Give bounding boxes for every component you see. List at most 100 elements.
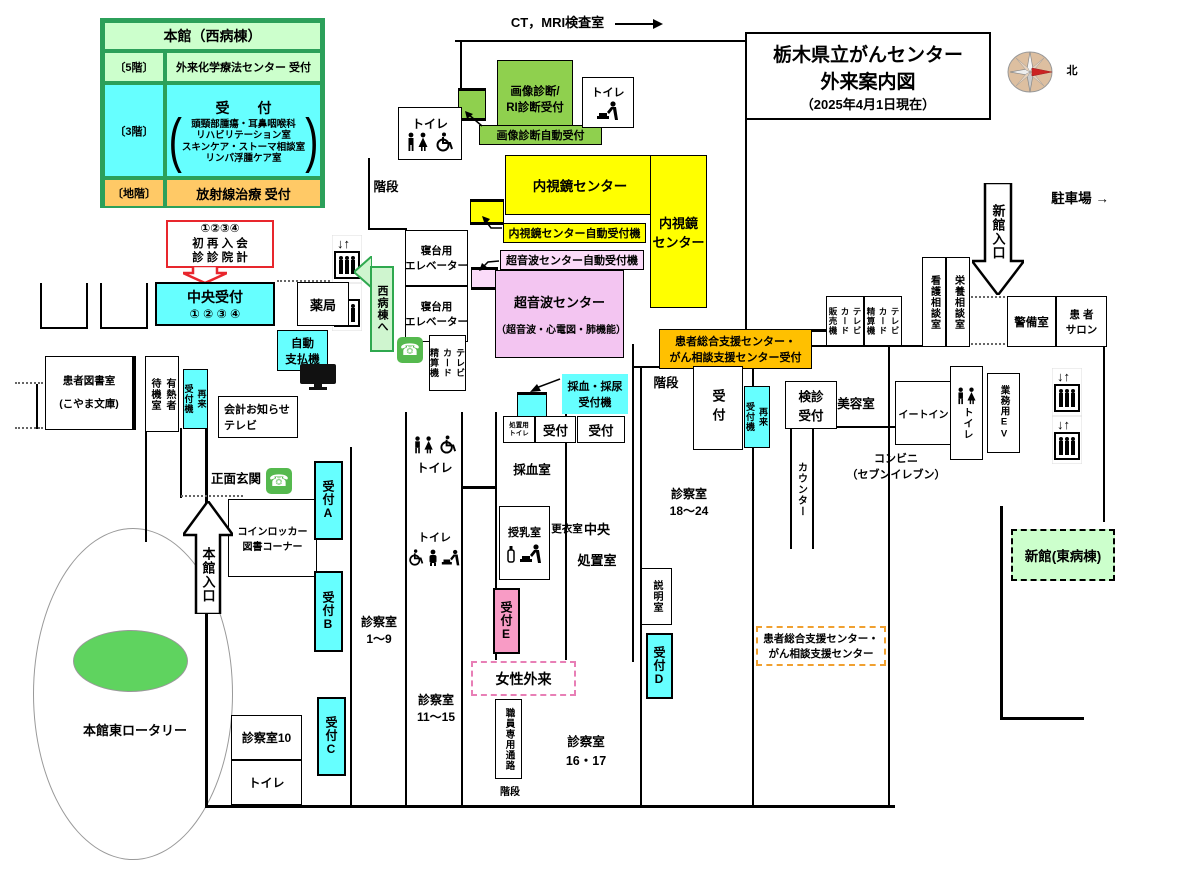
toilet-mw-icon — [408, 132, 428, 151]
stairs-label: 階段 — [653, 375, 679, 390]
wall-segment — [461, 412, 463, 807]
wall-segment — [817, 426, 895, 428]
room-explanation: 説明室 — [641, 568, 672, 625]
room-exam-18-24: 診察室 18～24 — [669, 487, 709, 518]
legend-b1-text: 放射線治療 受付 — [165, 178, 322, 208]
structure-box — [100, 283, 148, 329]
baby-change-icon — [441, 549, 460, 565]
ostomate-icon — [429, 549, 437, 566]
room-exam-16-17: 診察室 16・17 — [565, 735, 607, 768]
central-reception-title: 中央受付 — [187, 289, 243, 305]
room-pharmacy: 薬局 — [297, 282, 349, 326]
room-convenience-store: コンビニ （セブンイレブン） — [846, 453, 946, 481]
endoscopy-auto-checkin-label: 内視鏡センター自動受付機 — [503, 223, 646, 243]
visit-type-sign: ①②③④ 初 再 入 会 診 診 院 計 — [166, 220, 274, 268]
room-exam-1-9: 診察室 1～9 — [360, 615, 397, 646]
room-toilet-center: トイレ — [406, 412, 463, 498]
support-center-area-label: 患者総合支援センター・ がん相談支援センター — [756, 626, 886, 666]
svg-text:↓↑: ↓↑ — [337, 236, 350, 251]
ct-mri-label: CT，MRI検査室 — [510, 14, 605, 30]
ultrasound-auto-checkin-label: 超音波センター自動受付機 — [500, 250, 644, 270]
compass-north-label: 北 — [1066, 65, 1078, 77]
room-ultrasound-center: 超音波センター （超音波・心電図・肺機能） — [495, 270, 626, 358]
tv-card-machine: テレビ カード 精算機 — [429, 335, 466, 391]
dotted-line — [277, 280, 334, 282]
room-imaging-reception: 画像診断/ RI診断受付 — [497, 60, 573, 137]
tv-card-machine-label: テレビ カード 精算機 — [429, 348, 465, 378]
toilet-mw-icon — [414, 435, 433, 453]
wall-segment — [205, 805, 895, 808]
toilet-label: トイレ — [411, 117, 448, 131]
svg-text:↓↑: ↓↑ — [1057, 417, 1070, 432]
wheelchair-icon — [439, 435, 456, 454]
room-nutrition-consult: 栄養相談室 — [946, 257, 970, 347]
title-line1: 栃木県立がんセンター — [772, 44, 963, 66]
paren-right: ) — [305, 107, 319, 174]
reception-b: 受付B — [314, 571, 343, 652]
stairs-label: 階段 — [373, 179, 399, 194]
room-bed-elevator-1: 寝台用 エレベーター — [405, 230, 468, 286]
structure-box — [40, 283, 88, 329]
map-title: 栃木県立がんセンター 外来案内図 （2025年4月1日現在） — [745, 32, 991, 120]
legend-b1-label: 〔地階〕 — [103, 178, 165, 208]
room-toilet-top: トイレ — [582, 77, 634, 128]
room-endoscopy-center: 内視鏡センター — [505, 155, 655, 215]
wall-segment — [368, 158, 370, 230]
tv-card-settlement-machine: テレビ カード 精算機 — [864, 296, 902, 346]
room-exam-11-15: 診察室 11～15 — [416, 693, 456, 724]
room-toilet-east: トイレ — [950, 366, 983, 460]
rotary-label: 本館東ロータリー — [82, 722, 187, 738]
elevator-icon: ↓↑ — [1052, 416, 1082, 464]
room-endoscopy-center-vertical: 内視鏡 センター — [650, 155, 707, 308]
bottle-icon — [507, 545, 515, 563]
toilet-label: トイレ — [416, 460, 453, 475]
new-wing-entrance-arrow — [972, 183, 1024, 295]
wall-segment — [745, 40, 747, 332]
room-beauty-salon: 美容室 — [837, 396, 875, 411]
room-central-treatment: 中央 処置室 — [577, 521, 617, 568]
title-line3: （2025年4月1日現在） — [800, 96, 936, 112]
wall-segment — [1000, 506, 1003, 720]
wheelchair-icon — [436, 132, 453, 152]
wall-segment — [888, 344, 890, 807]
wall-segment — [133, 356, 136, 430]
room-nursing: 授乳室 — [499, 506, 550, 580]
return-checkin-machine-east: 再来 受付機 — [744, 386, 770, 448]
reception-c: 受付C — [317, 697, 346, 776]
room-patient-library: 患者図書室 (こやま文庫) — [45, 356, 133, 430]
toilet-label: トイレ — [418, 531, 451, 544]
nursing-room-label: 授乳室 — [508, 526, 541, 539]
wheelchair-icon — [409, 548, 424, 566]
wall-segment — [790, 429, 792, 549]
dotted-line — [15, 427, 43, 429]
wall-segment — [205, 428, 208, 807]
main-entrance-label: 本館入口 — [200, 547, 216, 603]
paren-left: ( — [168, 107, 182, 174]
room-fever-waiting: 有熱者 待機室 — [145, 356, 179, 432]
parking-label: 駐車場 → — [1051, 191, 1109, 206]
wall-segment — [145, 430, 147, 542]
compass-icon — [1007, 51, 1053, 93]
return-checkin-label: 再来 受付機 — [183, 384, 207, 414]
svg-text:↓↑: ↓↑ — [1057, 369, 1070, 384]
room-eat-in: イートイン — [895, 381, 952, 445]
elevator-icon: ↓↑ — [1052, 368, 1082, 416]
baby-change-icon — [597, 100, 618, 120]
legend-floor3-detail: 頭頸部腫瘍・耳鼻咽喉科 リハビリテーション室 スキンケア・ストーマ相談室 リンパ… — [181, 118, 306, 164]
counter-label: カウンター — [795, 461, 807, 517]
phone-icon: ☎ — [266, 468, 292, 494]
fever-waiting-label: 有熱者 待機室 — [149, 377, 175, 411]
treatment-toilet: 処置用 トイレ — [503, 416, 535, 443]
reception-treatment: 受付 — [577, 416, 625, 443]
title-line2: 外来案内図 — [820, 71, 916, 93]
baby-change-icon — [520, 543, 541, 563]
legend-floor3-cell: 受 付 ( 頭頸部腫瘍・耳鼻咽喉科 リハビリテーション室 スキンケア・ストーマ相… — [165, 83, 322, 178]
wall-segment — [495, 412, 497, 660]
legend-floor3-title: 受 付 — [215, 99, 272, 116]
reception-d: 受付D — [646, 633, 673, 699]
blood-urine-checkin-label: 採血・採尿 受付機 — [562, 374, 628, 414]
imaging-auto-checkin-machine — [458, 88, 486, 121]
direction-arrow-icon — [615, 19, 663, 29]
reception-e: 受付E — [493, 588, 520, 654]
toilet-label: トイレ — [961, 406, 972, 440]
